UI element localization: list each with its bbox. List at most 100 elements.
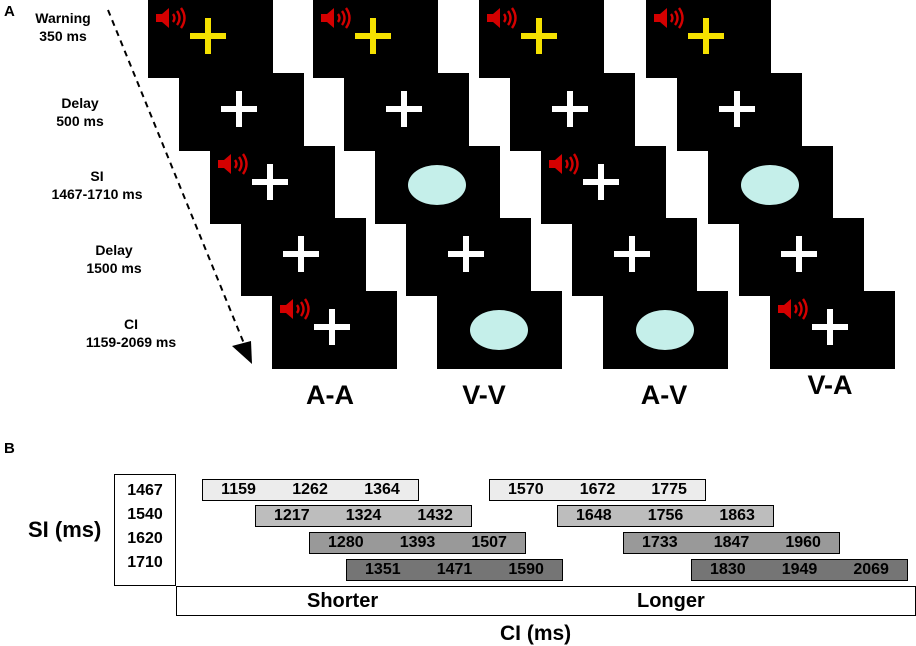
ci-value: 1960: [785, 534, 821, 551]
speaker-icon: [156, 7, 186, 29]
step-name: Delay: [95, 242, 133, 258]
stimulus-frame: [510, 73, 635, 151]
ci-value: 1280: [328, 534, 364, 551]
stimulus-frame: [479, 0, 604, 78]
fixation-cross: [614, 236, 650, 272]
step-duration: 1500 ms: [86, 260, 142, 276]
ci-category-box: [176, 586, 916, 616]
fixation-cross: [719, 91, 755, 127]
ci-value: 1432: [417, 507, 453, 524]
si-value: 1540: [127, 506, 163, 523]
stimulus-frame: [375, 146, 500, 224]
condition-label-a-a: A-A: [306, 380, 354, 410]
step-name: Warning: [35, 10, 91, 26]
step-duration: 1467-1710 ms: [51, 186, 143, 202]
fixation-cross: [812, 309, 848, 345]
stimulus-frame: [646, 0, 771, 78]
step-duration: 350 ms: [39, 28, 87, 44]
stimulus-frame: [210, 146, 335, 224]
step-duration: 1159-2069 ms: [85, 334, 177, 350]
ci-value: 1830: [710, 561, 746, 578]
visual-stimulus-oval: [636, 310, 694, 350]
visual-stimulus-oval: [470, 310, 528, 350]
ci-value: 1262: [292, 481, 328, 498]
speaker-icon: [654, 7, 684, 29]
shorter-ci-bar: 1217 1324 1432: [255, 505, 472, 527]
si-value: 1467: [127, 482, 163, 499]
ci-value: 1507: [471, 534, 507, 551]
time-arrow: [107, 9, 252, 364]
fixation-cross: [552, 91, 588, 127]
step-label-3: Delay 1500 ms: [59, 241, 169, 277]
ci-value: 1648: [576, 507, 612, 524]
speaker-icon: [218, 153, 248, 175]
ci-value: 1733: [642, 534, 678, 551]
ci-value: 1863: [719, 507, 755, 524]
fixation-cross: [252, 164, 288, 200]
ci-value: 1847: [713, 534, 750, 551]
ci-value: 1471: [436, 561, 473, 578]
fixation-cross: [583, 164, 619, 200]
fixation-cross: [448, 236, 484, 272]
stimulus-frame: [541, 146, 666, 224]
stimulus-frame: [344, 73, 469, 151]
fixation-cross: [781, 236, 817, 272]
stimulus-frame: [770, 291, 895, 369]
ci-value: 1217: [274, 507, 310, 524]
warning-cross: [355, 18, 391, 54]
panel-b-label: B: [4, 440, 15, 457]
warning-cross: [190, 18, 226, 54]
stimulus-frame: [603, 291, 728, 369]
si-axis-label: SI (ms): [28, 517, 102, 542]
step-label-2: SI 1467-1710 ms: [42, 167, 152, 203]
ci-value: 1775: [651, 481, 687, 498]
stimulus-frame: [272, 291, 397, 369]
ci-value: 1364: [364, 481, 400, 498]
step-label-0: Warning 350 ms: [8, 9, 118, 45]
ci-value: 1324: [345, 507, 382, 524]
step-name: SI: [90, 168, 104, 184]
step-name: Delay: [61, 95, 99, 111]
stimulus-frame: [179, 73, 304, 151]
shorter-label: Shorter: [307, 590, 379, 612]
step-label-1: Delay 500 ms: [25, 94, 135, 130]
stimulus-frame: [677, 73, 802, 151]
ci-value: 1351: [365, 561, 401, 578]
ci-value: 1756: [647, 507, 684, 524]
stimulus-frame: [708, 146, 833, 224]
longer-ci-bar: 1830 1949 2069: [691, 559, 908, 581]
ci-value: 1590: [508, 561, 544, 578]
si-value: 1710: [127, 554, 163, 571]
speaker-icon: [487, 7, 517, 29]
condition-label-v-v: V-V: [462, 380, 506, 410]
si-values-box: [114, 474, 176, 586]
visual-stimulus-oval: [408, 165, 466, 205]
condition-label-a-v: A-V: [640, 380, 688, 410]
shorter-ci-bar: 1351 1471 1590: [346, 559, 563, 581]
stimulus-frame: [437, 291, 562, 369]
fixation-cross: [314, 309, 350, 345]
condition-label-v-a: V-A: [807, 370, 853, 400]
ci-axis-label: CI (ms): [500, 622, 572, 645]
ci-value: 1949: [781, 561, 818, 578]
ci-value: 1570: [508, 481, 544, 498]
si-value: 1620: [127, 530, 163, 547]
warning-cross: [688, 18, 724, 54]
ci-value: 1393: [399, 534, 436, 551]
stimulus-frame: [148, 0, 273, 78]
stimulus-frame: [241, 218, 366, 296]
longer-label: Longer: [637, 590, 705, 612]
longer-ci-bar: 1733 1847 1960: [623, 532, 840, 554]
step-duration: 500 ms: [56, 113, 104, 129]
ci-value: 2069: [853, 561, 889, 578]
ci-value: 1159: [221, 481, 256, 498]
fixation-cross: [386, 91, 422, 127]
speaker-icon: [280, 298, 310, 320]
stimulus-frame: [406, 218, 531, 296]
fixation-cross: [283, 236, 319, 272]
speaker-icon: [321, 7, 351, 29]
fixation-cross: [221, 91, 257, 127]
stimulus-frame: [572, 218, 697, 296]
